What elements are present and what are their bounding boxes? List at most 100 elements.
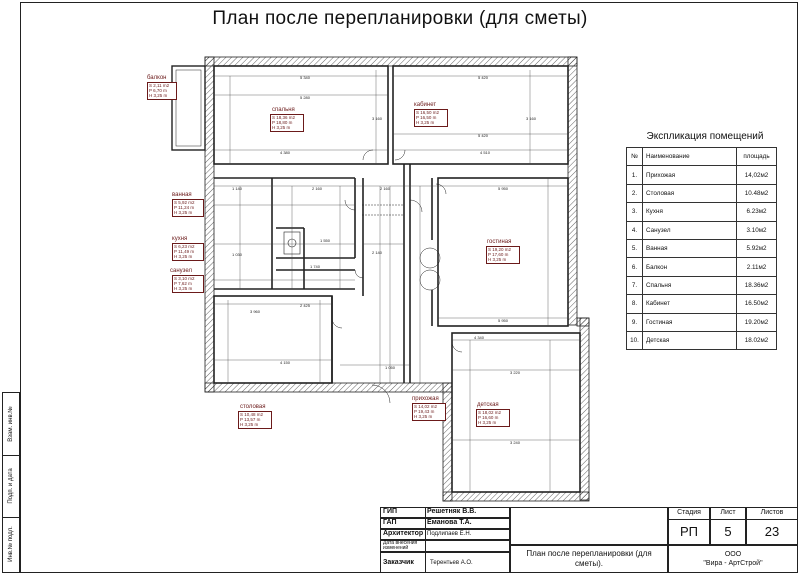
gap-name: Еманова Т.А. <box>427 519 472 526</box>
title-block: ГИП Решетняк В.В. ГАП Еманова Т.А. Архит… <box>380 507 798 573</box>
org-line-1: ООО <box>724 551 742 558</box>
dim-liv-2: 5 950 <box>498 318 509 323</box>
kitchen-area: S 6,23 m2 <box>174 244 195 249</box>
hall-area: S 14,02 m2 <box>414 404 438 409</box>
row-area: 3.10м2 <box>736 220 777 240</box>
org-line-2: "Вира - АртСтрой" <box>703 560 763 567</box>
room-tag-kitchen: S 6,23 m2 P 11,49 m H 3,25 m <box>172 243 204 261</box>
stamp-row-1 <box>380 507 510 518</box>
row-num: 4. <box>626 220 643 240</box>
row-num: 3. <box>626 202 643 222</box>
legend-header-name: Наименование <box>642 146 737 167</box>
row-num: 8. <box>626 294 643 314</box>
room-label-cabinet: кабинет <box>414 102 437 108</box>
dim-hall-2: 2 160 <box>380 186 391 191</box>
dim-c-5: 2 140 <box>372 250 383 255</box>
dim-top-2: 5 280 <box>300 95 311 100</box>
row-num: 10. <box>626 330 643 351</box>
kids-area: S 18,02 m2 <box>478 410 502 415</box>
row-num: 2. <box>626 183 643 204</box>
row-area: 2.11м2 <box>736 257 777 277</box>
row-name: Гостиная <box>642 312 737 332</box>
sheet-label: Лист <box>720 509 736 516</box>
kids-height: H 3,25 m <box>478 420 497 426</box>
living-height: H 3,25 m <box>488 257 507 263</box>
inner-walls <box>213 65 581 493</box>
dim-c-1: 1 140 <box>232 186 243 191</box>
wc-perim: P 7,62 m <box>174 281 192 287</box>
dimension-texts: 5 340 5 280 5 420 5 420 4 380 4 510 5 95… <box>232 75 537 445</box>
room-label-kitchen: кухня <box>172 236 188 242</box>
room-label-kids: детская <box>477 402 499 408</box>
dim-top-3: 5 420 <box>478 75 489 80</box>
stamp-org-cell <box>668 545 798 573</box>
kitchen-height: H 3,25 m <box>174 254 193 260</box>
room-tag-bathroom: S 5,92 m2 P 11,24 m H 3,25 m <box>172 199 204 217</box>
row-name: Балкон <box>642 257 737 277</box>
row-name: Столовая <box>642 183 737 204</box>
wc-area: S 3,10 m2 <box>174 276 195 281</box>
cabinet-height: H 3,25 m <box>416 120 435 126</box>
sheet-title: План после перепланировки (для сметы). <box>526 549 652 568</box>
gap-label: ГАП <box>383 519 397 526</box>
balcony <box>171 65 206 151</box>
bedroom-perim: P 18,80 m <box>272 120 293 126</box>
legend-header-area: площадь <box>736 146 777 167</box>
dim-c-6: 1 030 <box>232 252 243 257</box>
room-tag-kids: S 18,02 m2 P 16,60 m H 3,25 m <box>476 409 510 427</box>
living-perim: P 17,60 m <box>488 252 509 258</box>
room-tag-dining: S 10,48 m2 P 13,57 m H 3,25 m <box>238 411 272 429</box>
room-label-balcony: балкон <box>147 75 167 81</box>
dim-top-4: 5 420 <box>478 133 489 138</box>
stage-value: РП <box>679 524 698 539</box>
row-name: Кабинет <box>642 294 737 314</box>
architect-name: Подлипаев Е.Н. <box>427 531 472 537</box>
row-name: Ванная <box>642 238 737 259</box>
row-name: Санузел <box>642 220 737 240</box>
gip-name: Решетняк В.В. <box>427 508 477 515</box>
room-label-living: гостиная <box>487 239 512 245</box>
dim-c-3: 1 550 <box>320 238 331 243</box>
dim-top-1: 5 340 <box>300 75 311 80</box>
stamp-row-4 <box>380 540 510 552</box>
bathroom-area: S 5,92 m2 <box>174 200 195 205</box>
cabinet-area: S 16,50 m2 <box>416 110 440 115</box>
dim-mid-2: 4 510 <box>480 150 491 155</box>
dim-din-3: 2 425 <box>300 303 311 308</box>
row-area: 10.48м2 <box>736 183 777 204</box>
wc-height: H 3,25 m <box>174 286 193 292</box>
fixtures <box>283 204 404 255</box>
dim-kid-3: 3 240 <box>510 440 521 445</box>
row-name: Кухня <box>642 202 737 222</box>
dim-liv-1: 5 950 <box>498 186 509 191</box>
legend-title: Экспликация помещений <box>646 131 764 142</box>
row-area: 16.50м2 <box>736 294 777 314</box>
bathroom-height: H 3,25 m <box>174 210 193 216</box>
stamp-row-5 <box>380 552 510 573</box>
dining-perim: P 13,57 m <box>240 417 261 423</box>
bathroom-perim: P 11,24 m <box>174 205 195 211</box>
room-tag-balcony: S 2,11 m2 P 6,70 m H 3,25 m <box>147 82 177 100</box>
dim-kid-1: 4 340 <box>474 335 485 340</box>
balcony-perim: P 6,70 m <box>149 88 167 94</box>
gip-label: ГИП <box>383 508 398 515</box>
side-strip: Взам. инв.№ Подп. и дата Инв.№ подл. <box>2 392 20 573</box>
stamp-header-row <box>668 507 798 520</box>
architect-label: Архитектор <box>383 530 424 537</box>
room-tag-hall: S 14,02 m2 P 19,43 m H 3,25 m <box>412 403 446 421</box>
dining-height: H 3,25 m <box>240 422 259 428</box>
living-area: S 19,20 m2 <box>488 247 512 252</box>
strip-cell-2: Подп. и дата <box>3 455 19 518</box>
kitchen-perim: P 11,49 m <box>174 249 195 255</box>
